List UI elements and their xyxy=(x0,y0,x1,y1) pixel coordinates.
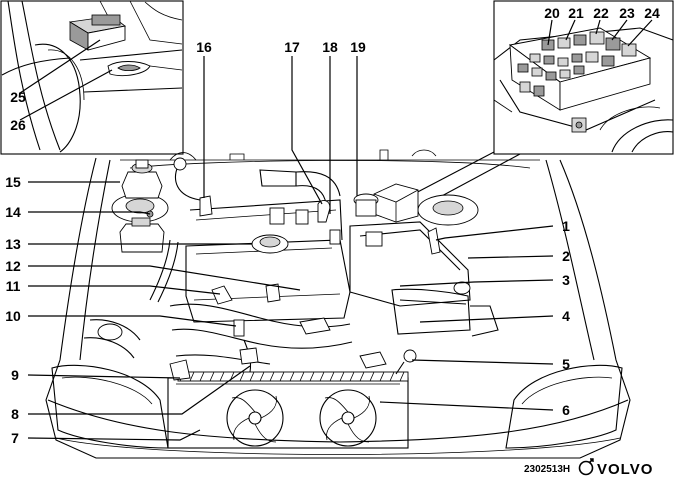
inset-wheel-arch xyxy=(0,0,184,155)
leader-4 xyxy=(419,315,554,323)
callout-10: 10 xyxy=(5,308,21,324)
leader-12 xyxy=(28,265,301,291)
leader-22 xyxy=(595,19,601,35)
washer-fluid-reservoir xyxy=(119,217,165,253)
inset-frame-right xyxy=(493,0,674,155)
leader-7 xyxy=(27,429,201,441)
radiator-support xyxy=(167,377,409,449)
leader-1 xyxy=(435,225,554,241)
cooling-fan-left xyxy=(226,389,284,447)
leader-5 xyxy=(411,359,554,365)
air-intake-right xyxy=(349,183,499,375)
callout-15: 15 xyxy=(5,174,21,190)
footer: 2302513H VOLVO xyxy=(524,458,653,478)
callout-25: 25 xyxy=(10,89,26,105)
leader-24 xyxy=(627,19,653,47)
leader-17 xyxy=(291,56,323,205)
callout-1: 1 xyxy=(562,218,570,234)
cooling-fan-right xyxy=(319,389,377,447)
inset-relay-box xyxy=(409,0,674,206)
left-lower-components xyxy=(83,239,259,381)
callout-26: 26 xyxy=(10,117,26,133)
leader-20 xyxy=(547,19,553,46)
leader-6 xyxy=(379,401,554,411)
leader-23 xyxy=(611,19,628,41)
callout-22: 22 xyxy=(593,5,609,21)
drawing-code: 2302513H xyxy=(524,464,570,475)
callout-8: 8 xyxy=(11,406,19,422)
callout-5: 5 xyxy=(562,356,570,372)
strut-tower-right xyxy=(417,194,479,226)
callout-numbers: 1 2 3 4 5 6 7 8 9 10 11 12 13 14 15 16 1… xyxy=(5,5,660,446)
leader-11 xyxy=(28,285,221,295)
leader-25 xyxy=(19,39,101,94)
inset-frame-left xyxy=(0,0,184,155)
volvo-logo-icon xyxy=(578,458,594,476)
engine-block xyxy=(169,157,353,365)
callout-9: 9 xyxy=(11,367,19,383)
relay-blocks xyxy=(517,31,637,97)
leader-8 xyxy=(28,365,251,415)
callout-13: 13 xyxy=(5,236,21,252)
leader-14 xyxy=(28,211,151,215)
callout-2: 2 xyxy=(562,248,570,264)
callout-20: 20 xyxy=(544,5,560,21)
callout-23: 23 xyxy=(619,5,635,21)
callout-3: 3 xyxy=(562,272,570,288)
leader-9 xyxy=(27,374,181,379)
callout-11: 11 xyxy=(6,278,21,294)
callout-24: 24 xyxy=(644,5,660,21)
radiator-hatch xyxy=(179,371,405,382)
leader-10 xyxy=(28,315,237,327)
leader-21 xyxy=(565,19,576,41)
callout-17: 17 xyxy=(284,39,300,55)
callout-4: 4 xyxy=(562,308,570,324)
callout-7: 7 xyxy=(11,430,19,446)
expansion-tank xyxy=(121,159,163,199)
callout-14: 14 xyxy=(5,204,21,220)
callout-6: 6 xyxy=(562,402,570,418)
leader-3 xyxy=(399,279,554,287)
callout-16: 16 xyxy=(196,39,212,55)
brand-wordmark: VOLVO xyxy=(597,461,653,478)
callout-21: 21 xyxy=(568,5,584,21)
callout-19: 19 xyxy=(350,39,366,55)
leader-2 xyxy=(467,255,554,259)
leader-26 xyxy=(19,69,113,121)
leader-lines xyxy=(27,56,554,441)
callout-12: 12 xyxy=(5,258,21,274)
engine-bay xyxy=(45,149,631,459)
callout-18: 18 xyxy=(322,39,338,55)
